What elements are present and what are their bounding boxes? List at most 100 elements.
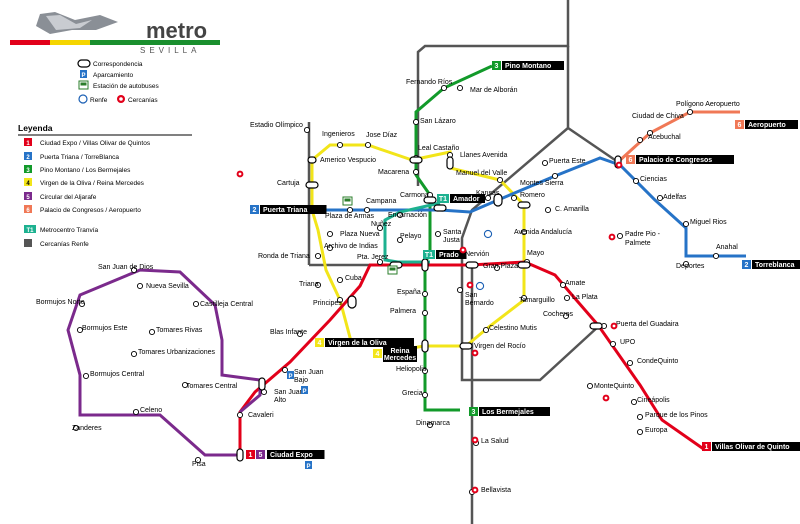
station-label[interactable]: Blas Infante (270, 329, 307, 336)
station-label[interactable]: Europa (645, 427, 668, 434)
station-dot[interactable] (426, 421, 434, 429)
station-dot[interactable] (632, 177, 640, 185)
station-dot[interactable] (440, 84, 448, 92)
station-dot[interactable] (456, 286, 464, 294)
transfer-icon[interactable] (446, 156, 454, 170)
station-dot[interactable] (181, 381, 189, 389)
station-label[interactable]: Principes (313, 300, 342, 307)
station-dot[interactable] (336, 141, 344, 149)
station-dot[interactable] (646, 129, 654, 137)
station-label[interactable]: Nervión (465, 251, 489, 258)
station-dot[interactable] (712, 252, 720, 260)
station-label[interactable]: Adelfas (663, 194, 687, 201)
transfer-icon[interactable] (517, 261, 531, 269)
transfer-icon[interactable] (305, 181, 319, 189)
station-dot[interactable] (346, 206, 354, 214)
station-dot[interactable] (72, 424, 80, 432)
station-label[interactable]: Manuel del Valle (456, 170, 507, 177)
station-dot[interactable] (236, 411, 244, 419)
station-dot[interactable] (336, 296, 344, 304)
station-dot[interactable] (482, 326, 490, 334)
station-dot[interactable] (303, 126, 311, 134)
station-label[interactable]: Gran Plaza (483, 263, 518, 270)
station-dot[interactable] (563, 294, 571, 302)
station-label[interactable]: Polígono Aeropuerto (676, 101, 740, 108)
station-label[interactable]: Encarnación (388, 212, 427, 219)
station-label[interactable]: España (397, 289, 421, 296)
station-label[interactable]: Archivo de Indias (324, 243, 378, 250)
station-label[interactable]: Palmera (390, 308, 416, 315)
transfer-icon[interactable] (409, 156, 423, 164)
station-label[interactable]: C. Amarilla (555, 206, 589, 213)
station-dot[interactable] (314, 252, 322, 260)
station-dot[interactable] (396, 211, 404, 219)
station-label[interactable]: Celestino Mutis (489, 325, 537, 332)
station-label[interactable]: San Juan de Dios (98, 264, 154, 271)
station-label[interactable]: La Salud (481, 438, 509, 445)
transfer-icon[interactable] (258, 377, 266, 391)
station-label[interactable]: Montes Sierra (520, 180, 564, 187)
station-label[interactable]: Nuñez (371, 221, 392, 228)
station-label[interactable]: Jose Díaz (366, 132, 398, 139)
station-dot[interactable] (510, 194, 518, 202)
station-label[interactable]: Romero (520, 192, 545, 199)
station-dot[interactable] (493, 264, 501, 272)
station-label[interactable]: Padre Pio -Palmete (625, 231, 661, 247)
station-dot[interactable] (630, 398, 638, 406)
station-label[interactable]: Pelayo (400, 233, 422, 240)
station-label[interactable]: Amate (565, 280, 585, 287)
station-dot[interactable] (130, 350, 138, 358)
station-dot[interactable] (682, 260, 690, 268)
station-dot[interactable] (559, 281, 567, 289)
transfer-icon[interactable] (589, 322, 603, 330)
station-label[interactable]: Grecia (402, 390, 423, 397)
station-dot[interactable] (421, 367, 429, 375)
station-label[interactable]: UPO (620, 339, 636, 346)
station-label[interactable]: Heliopolis (396, 366, 427, 373)
station-dot[interactable] (314, 281, 322, 289)
station-dot[interactable] (544, 206, 552, 214)
station-label[interactable]: Dinamarca (416, 420, 450, 427)
station-dot[interactable] (456, 84, 464, 92)
station-label[interactable]: Tomares Urbanizaciones (138, 349, 216, 356)
station-dot[interactable] (76, 326, 84, 334)
station-dot[interactable] (609, 340, 617, 348)
station-dot[interactable] (132, 408, 140, 416)
transfer-icon[interactable] (421, 258, 429, 272)
transfer-icon[interactable] (433, 204, 447, 212)
station-dot[interactable] (616, 232, 624, 240)
station-label[interactable]: Bormujos Norte (36, 299, 85, 306)
station-label[interactable]: Mar de Alborán (470, 87, 518, 94)
transfer-icon[interactable] (307, 156, 317, 164)
station-label[interactable]: Fernando Ríos (406, 79, 453, 86)
station-dot[interactable] (326, 230, 334, 238)
station-label[interactable]: Acebuchal (648, 134, 681, 141)
station-label[interactable]: Pta. Jerez (357, 254, 389, 261)
station-dot[interactable] (562, 312, 570, 320)
station-dot[interactable] (148, 328, 156, 336)
station-label[interactable]: Cartuja (277, 180, 300, 187)
station-label[interactable]: Bormujos Central (90, 371, 145, 378)
station-dot[interactable] (296, 330, 304, 338)
station-label[interactable]: Miguel Rios (690, 219, 727, 226)
station-dot[interactable] (551, 172, 559, 180)
station-dot[interactable] (396, 236, 404, 244)
station-dot[interactable] (636, 136, 644, 144)
station-label[interactable]: Ingenieros (322, 131, 355, 138)
station-label[interactable]: Cineápolis (637, 397, 670, 404)
station-label[interactable]: Bormujos Este (82, 325, 128, 332)
station-dot[interactable] (412, 118, 420, 126)
station-label[interactable]: Americo Vespucio (320, 157, 376, 164)
station-label[interactable]: Avenida Andalucía (514, 229, 572, 236)
station-label[interactable]: Celeno (140, 407, 162, 414)
